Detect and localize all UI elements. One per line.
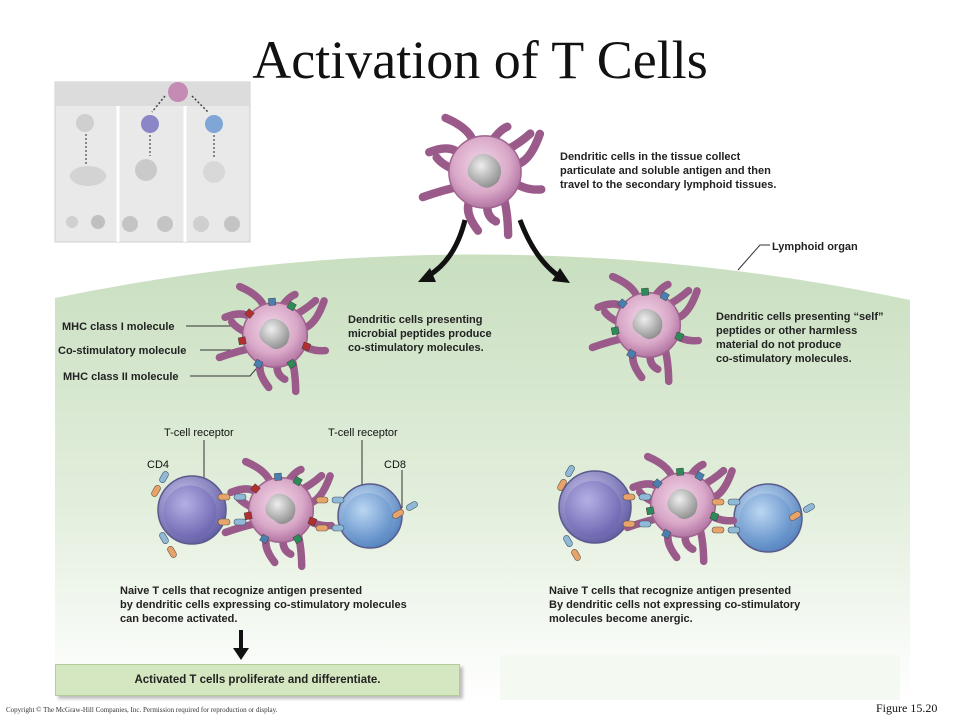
cd4-t-cell-anergic (558, 470, 632, 544)
receptor-icon (151, 471, 169, 497)
receptor-icon (622, 493, 652, 501)
activating-dendritic-cell (221, 457, 336, 571)
activation-down-arrow (233, 630, 249, 660)
cd4-t-cell-activated (157, 475, 227, 545)
receptor-icon (789, 503, 815, 521)
cd8-t-cell-activated (337, 483, 403, 549)
cd8-label: CD8 (384, 459, 407, 471)
costimulatory-label: Co-stimulatory molecule (58, 345, 187, 357)
receptor-icon (711, 498, 741, 506)
receptor-icon (711, 526, 741, 534)
receptor-icon (217, 518, 247, 526)
figure-number: Figure 15.20 (876, 701, 938, 715)
receptor-icon (159, 532, 177, 558)
self-presenting-dendritic-cell (588, 272, 703, 386)
receptor-icon (315, 496, 345, 504)
dc-self-label: Dendritic cells presenting “self”peptide… (716, 311, 884, 365)
nucleus (265, 493, 296, 525)
mhc-class-1-label: MHC class I molecule (62, 321, 175, 333)
tcr-left-label: T-cell receptor (164, 427, 234, 439)
cd4-label: CD4 (147, 459, 170, 471)
receptor-icon (622, 520, 652, 528)
nucleus (632, 308, 663, 340)
overview-thumbnail (54, 81, 251, 243)
receptor-icon (217, 493, 247, 501)
copyright-notice: Copyright © The McGraw-Hill Companies, I… (6, 706, 278, 714)
lower-right-panel (500, 655, 900, 700)
activation-result-box: Activated T cells proliferate and differ… (55, 664, 460, 696)
receptor-icon (557, 465, 575, 491)
activation-result-text: Activated T cells proliferate and differ… (134, 674, 381, 686)
cd8-t-cell-anergic (733, 483, 803, 553)
nucleus (467, 153, 502, 188)
migration-arrows (418, 219, 570, 283)
receptor-icon (563, 535, 581, 561)
receptor-icon (392, 501, 418, 519)
mhc-class-2-label: MHC class II molecule (63, 371, 179, 383)
naive-anergic-label: Naive T cells that recognize antigen pre… (549, 585, 801, 625)
tissue-dendritic-cell (418, 113, 546, 240)
nucleus (667, 488, 698, 520)
tcr-right-label: T-cell receptor (328, 427, 398, 439)
receptor-icon (315, 524, 345, 532)
naive-activated-label: Naive T cells that recognize antigen pre… (120, 585, 407, 625)
microbial-presenting-dendritic-cell (215, 282, 330, 396)
cells-layer (151, 113, 815, 571)
lymphoid-organ-label: Lymphoid organ (772, 241, 858, 253)
nucleus (259, 318, 290, 350)
page-title: Activation of T Cells (252, 30, 708, 90)
